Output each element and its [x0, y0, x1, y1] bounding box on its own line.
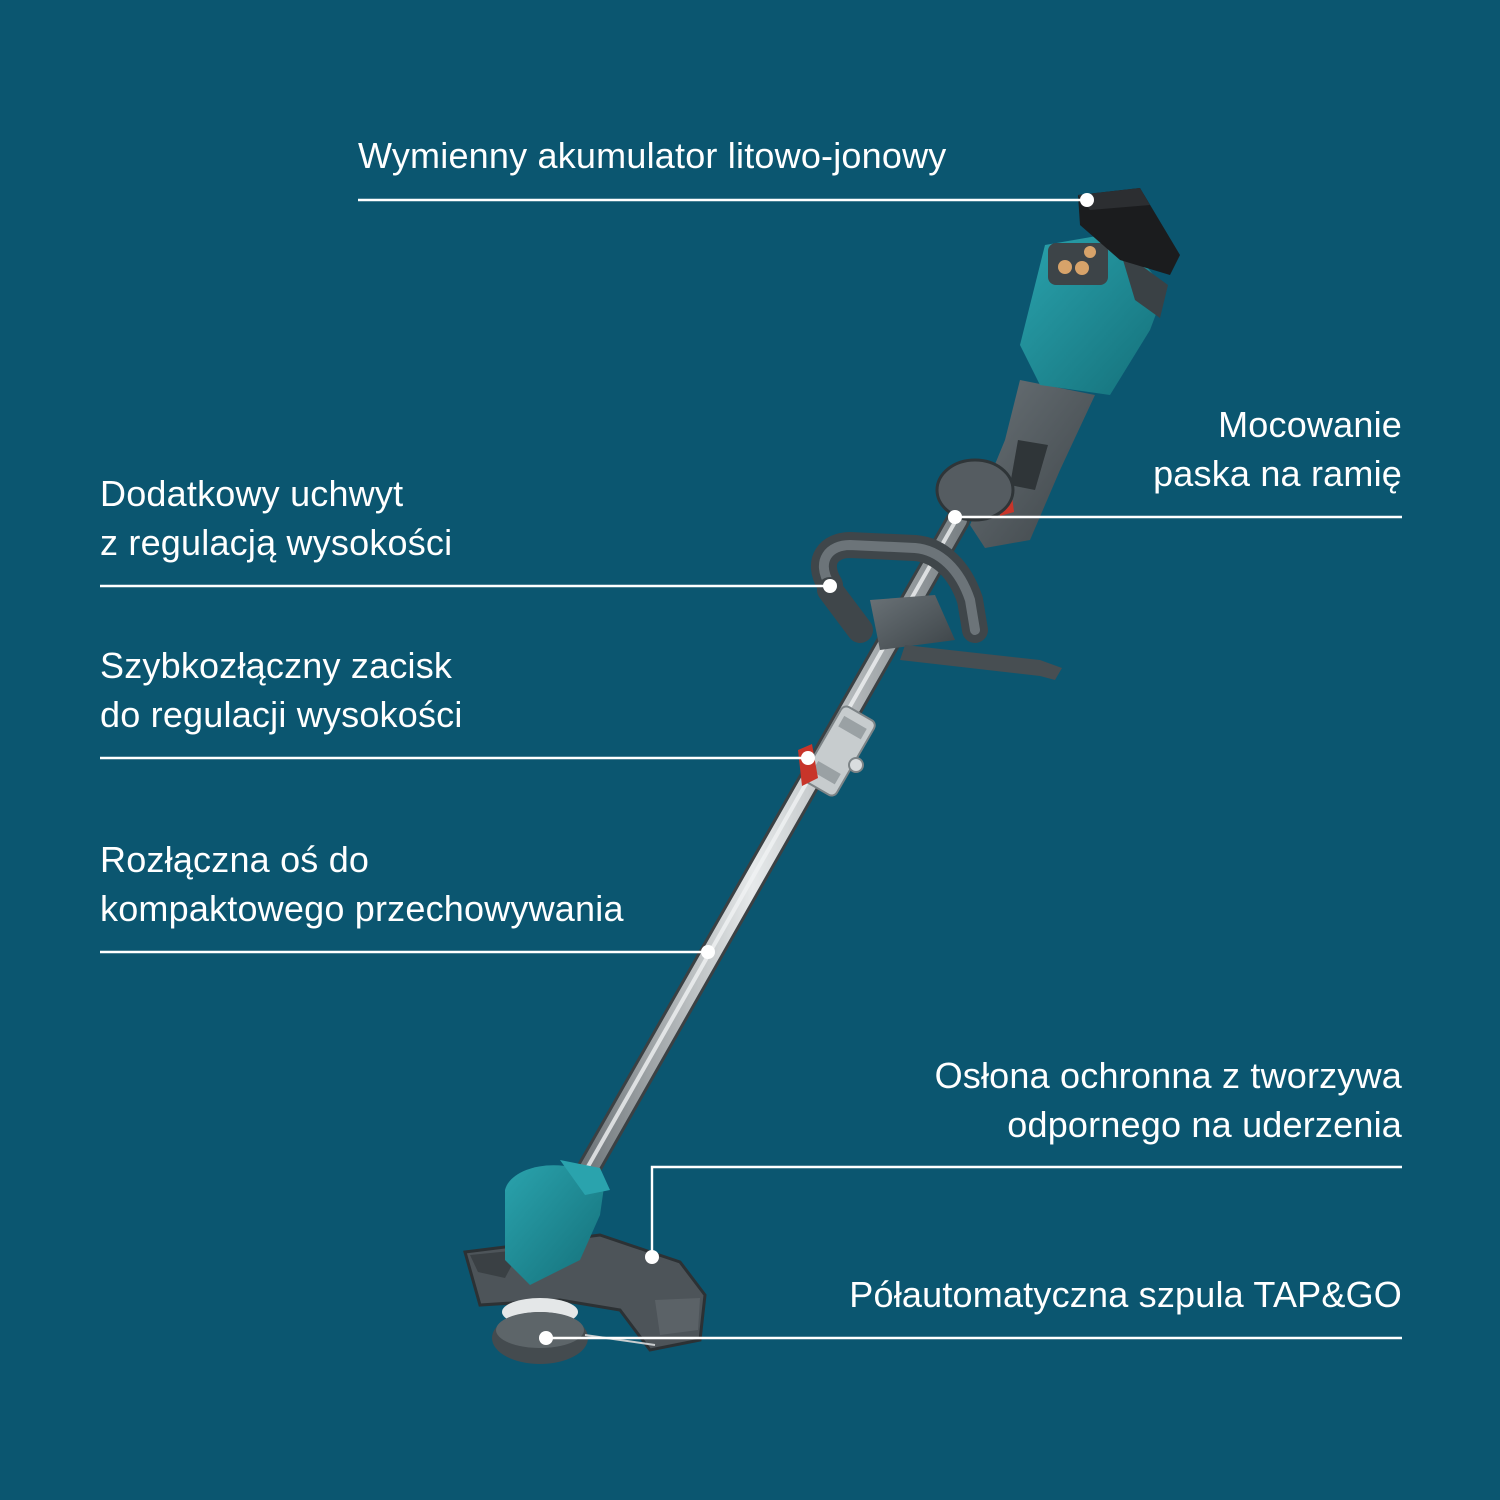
- label-shaft-line-1: Rozłączna oś do: [100, 839, 370, 880]
- label-aux-handle-line-1: Dodatkowy uchwyt: [100, 473, 404, 514]
- label-strap-mount: Mocowanie paska na ramię: [1153, 400, 1402, 498]
- label-guard-line-1: Osłona ochronna z tworzywa: [934, 1055, 1402, 1096]
- leader-dots: [539, 193, 1094, 1345]
- label-battery: Wymienny akumulator litowo-jonowy: [358, 131, 947, 180]
- motor-housing: [935, 232, 1168, 548]
- label-aux-handle-line-2: z regulacją wysokości: [100, 522, 453, 563]
- label-shaft: Rozłączna oś do kompaktowego przechowywa…: [100, 835, 624, 933]
- trimmer-head: [463, 1160, 707, 1364]
- label-quick-clamp-line-2: do regulacji wysokości: [100, 694, 463, 735]
- label-strap-mount-line-1: Mocowanie: [1218, 404, 1402, 445]
- label-quick-clamp: Szybkozłączny zacisk do regulacji wysoko…: [100, 641, 463, 739]
- label-shaft-line-2: kompaktowego przechowywania: [100, 888, 624, 929]
- label-guard-line-2: odpornego na uderzenia: [1007, 1104, 1402, 1145]
- label-guard: Osłona ochronna z tworzywa odpornego na …: [935, 1051, 1402, 1149]
- label-strap-mount-line-2: paska na ramię: [1153, 453, 1402, 494]
- leader-lines: [100, 198, 1402, 1340]
- battery-pack: [1078, 188, 1180, 275]
- label-quick-clamp-line-1: Szybkozłączny zacisk: [100, 645, 453, 686]
- quick-clamp: [798, 705, 876, 797]
- label-aux-handle: Dodatkowy uchwyt z regulacją wysokości: [100, 469, 452, 567]
- label-spool: Półautomatyczna szpula TAP&GO: [849, 1270, 1402, 1319]
- label-battery-line-1: Wymienny akumulator litowo-jonowy: [358, 135, 947, 176]
- label-spool-line-1: Półautomatyczna szpula TAP&GO: [849, 1274, 1402, 1315]
- aux-handle: [811, 531, 1062, 680]
